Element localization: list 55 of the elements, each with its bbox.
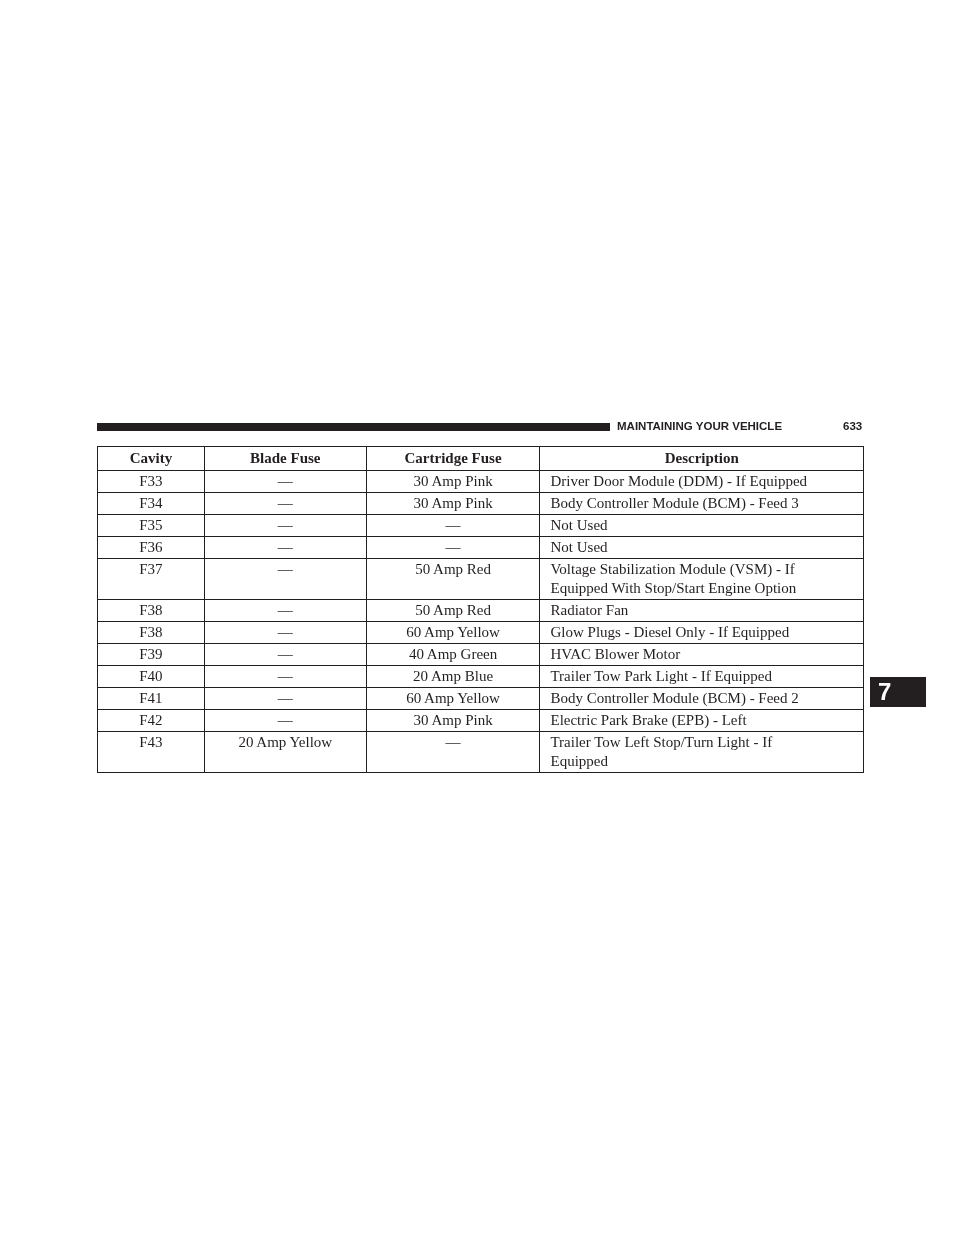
table-cell: — [204,514,367,537]
table-cell: — [204,470,367,493]
table-cell: HVAC Blower Motor [539,643,864,666]
column-header: Cartridge Fuse [366,446,540,471]
chapter-tab: 7 [870,677,926,707]
column-header: Cavity [97,446,205,471]
table-cell: — [366,514,540,537]
table-cell: — [204,665,367,688]
table-cell: F34 [97,492,205,515]
table-cell: 30 Amp Pink [366,470,540,493]
table-cell: Trailer Tow Park Light - If Equipped [539,665,864,688]
table-cell: — [204,558,367,600]
table-cell: — [366,731,540,773]
table-cell: — [204,536,367,559]
table-cell: Radiator Fan [539,599,864,622]
table-cell: Voltage Stabilization Module (VSM) - If Equipped With Stop/Start Engine Option [539,558,864,600]
column-header: Blade Fuse [204,446,367,471]
table-cell: F39 [97,643,205,666]
table-cell: — [204,709,367,732]
table-cell: F42 [97,709,205,732]
table-cell: F40 [97,665,205,688]
table-cell: Body Controller Module (BCM) - Feed 2 [539,687,864,710]
table-cell: Body Controller Module (BCM) - Feed 3 [539,492,864,515]
section-title: MAINTAINING YOUR VEHICLE [617,420,783,432]
table-cell: Driver Door Module (DDM) - If Equipped [539,470,864,493]
table-cell: F38 [97,621,205,644]
table-cell: 60 Amp Yellow [366,687,540,710]
table-cell: F38 [97,599,205,622]
page-number: 633 [843,420,863,432]
table-cell: F43 [97,731,205,773]
table-cell: 20 Amp Blue [366,665,540,688]
table-cell: Electric Park Brake (EPB) - Left [539,709,864,732]
table-cell: — [204,599,367,622]
table-cell: F35 [97,514,205,537]
table-cell: Glow Plugs - Diesel Only - If Equipped [539,621,864,644]
table-cell: 60 Amp Yellow [366,621,540,644]
table-cell: 30 Amp Pink [366,709,540,732]
table-cell: — [204,492,367,515]
table-cell: — [366,536,540,559]
table-cell: — [204,643,367,666]
table-cell: F37 [97,558,205,600]
column-header: Description [539,446,864,471]
table-cell: F33 [97,470,205,493]
table-cell: 50 Amp Red [366,599,540,622]
table-cell: Not Used [539,536,864,559]
table-cell: F36 [97,536,205,559]
table-cell: Not Used [539,514,864,537]
table-cell: 40 Amp Green [366,643,540,666]
table-cell: Trailer Tow Left Stop/Turn Light - If Equipped [539,731,864,773]
table-cell: 30 Amp Pink [366,492,540,515]
table-cell: F41 [97,687,205,710]
table-cell: — [204,687,367,710]
table-cell: — [204,621,367,644]
table-cell: 50 Amp Red [366,558,540,600]
table-cell: 20 Amp Yellow [204,731,367,773]
